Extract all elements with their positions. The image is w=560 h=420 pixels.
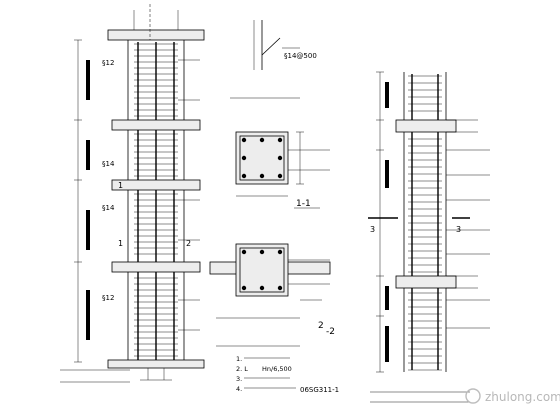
base-slab	[107, 359, 205, 369]
cut-mark-3b: 3	[456, 225, 461, 234]
cut-mark-2: 2	[186, 239, 191, 248]
floor-slab-2	[111, 179, 201, 191]
section-1-1: 1-1	[235, 131, 330, 209]
watermark: zhulong.com	[465, 388, 560, 404]
note-4-ref: 06SG311-1	[300, 386, 339, 394]
cut-mark-1b: 1	[118, 239, 123, 248]
section-2-label: -2	[326, 327, 335, 337]
bar-label-2: §14	[102, 160, 115, 168]
left-column-stirrups	[134, 43, 178, 357]
note-3: 3.	[236, 375, 242, 383]
note-4: 4.	[236, 385, 242, 393]
hook-detail: §14@500	[230, 20, 317, 99]
notes-block: 1. 2. L Hn/6,500 3. 4. 06SG311-1	[236, 355, 339, 394]
floor-slab-3	[111, 261, 201, 273]
section-2: 2 -2	[209, 243, 335, 347]
right-floor-slab-1	[395, 119, 457, 133]
right-column-elevation: 3 3	[368, 71, 490, 403]
right-column-stirrups	[408, 75, 442, 371]
cut-mark-3: 3	[370, 225, 375, 234]
bar-label-1: §12	[102, 59, 114, 67]
bar-label-3: §14	[102, 204, 115, 212]
cut-mark-1: 1	[118, 181, 123, 190]
section-2-lead: 2	[318, 321, 324, 331]
hook-dimension: §14@500	[284, 52, 317, 60]
top-slab	[107, 29, 205, 41]
note-1: 1.	[236, 355, 242, 363]
bar-label-4: §12	[102, 294, 114, 302]
note-2: 2. L	[236, 365, 248, 373]
floor-slab-1	[111, 119, 201, 131]
note-2-value: Hn/6,500	[262, 365, 292, 373]
section-1-label: 1-1	[296, 199, 311, 209]
left-column-elevation: §12 §14 §14 §12 1 1 2	[60, 4, 205, 383]
watermark-url: zhulong.com	[485, 390, 560, 404]
right-floor-slab-2	[395, 275, 457, 289]
